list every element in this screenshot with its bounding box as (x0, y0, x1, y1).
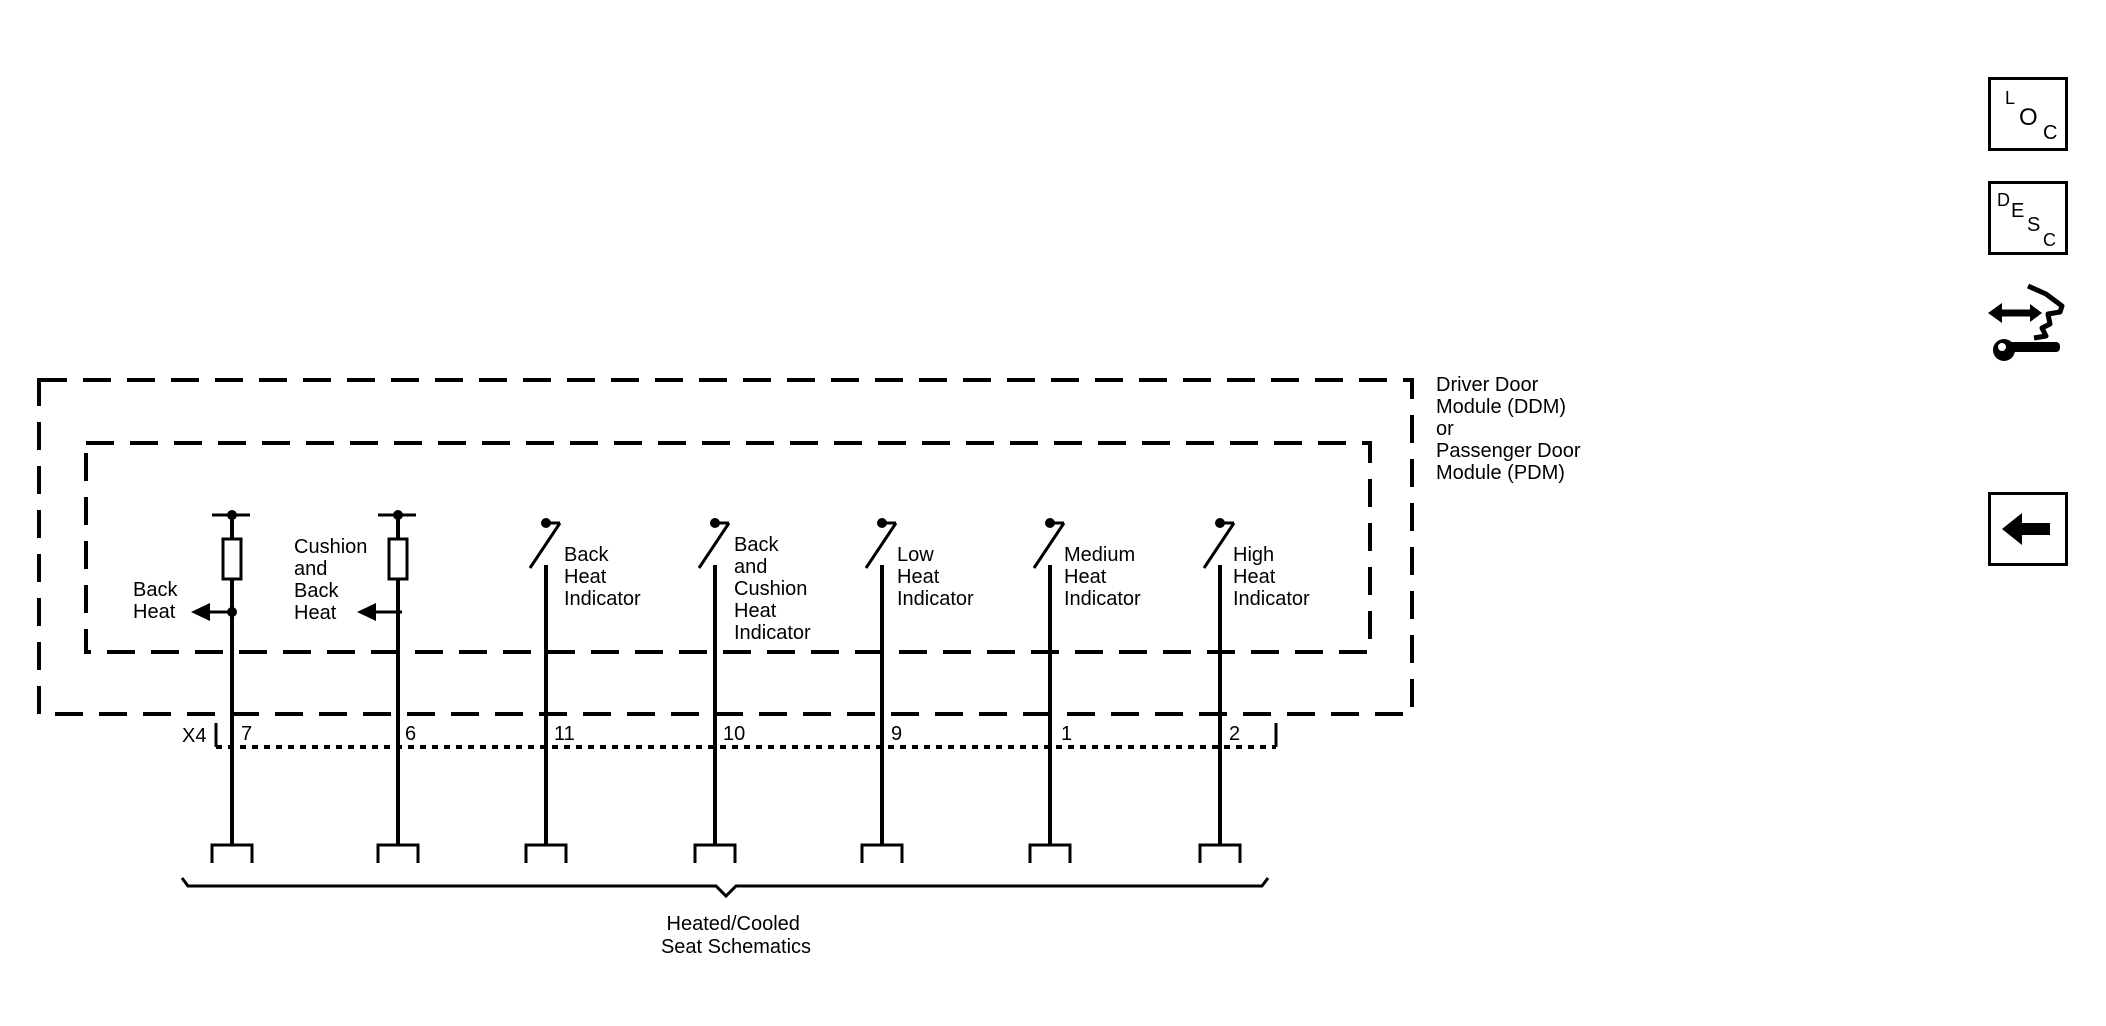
pin-number: 1 (1061, 723, 1072, 745)
desc-letter: S (2027, 214, 2041, 236)
module-inner-boundary (84, 441, 1372, 654)
switch-contact (697, 522, 731, 569)
connector-x4: X4 (182, 723, 1278, 749)
pin-number: 10 (723, 723, 745, 745)
terminal-symbol (693, 843, 737, 863)
pin-number: 9 (891, 723, 902, 745)
desc-letter: E (2011, 200, 2025, 222)
circuit-label: Medium Heat Indicator (1064, 544, 1141, 610)
terminal-symbol (210, 843, 254, 863)
terminal-symbol (376, 843, 420, 863)
circuit-medium-heat-indicator: Medium Heat Indicator 1 (1028, 518, 1141, 863)
pin-number: 7 (241, 723, 252, 745)
destination-label: Heated/Cooled Seat Schematics (661, 913, 811, 958)
left-arrow-icon (2002, 513, 2050, 545)
circuit-high-heat-indicator: High Heat Indicator 2 (1198, 518, 1310, 863)
circuit-back-heat-output: Back Heat 7 (133, 510, 254, 863)
arrow-left-icon (357, 603, 376, 621)
description-button[interactable]: D E S C (1988, 181, 2068, 255)
desc-letter: C (2043, 230, 2056, 250)
desc-letter: D (1997, 190, 2010, 210)
circuit-back-cushion-heat-indicator: Back and Cushion Heat Indicator 10 (693, 518, 813, 863)
loc-letter: L (2005, 88, 2016, 108)
heater-element (387, 537, 409, 581)
switch-contact (1032, 522, 1066, 569)
circuit-label: Cushion and Back Heat (294, 536, 373, 624)
terminal-symbol (524, 843, 568, 863)
circuit-back-heat-indicator: Back Heat Indicator 11 (524, 518, 641, 863)
wrench-hand-icon (1988, 283, 2065, 361)
pin-number: 11 (554, 723, 575, 745)
connector-label: X4 (182, 725, 206, 747)
circuit-label: High Heat Indicator (1233, 544, 1310, 610)
back-button[interactable] (1988, 492, 2068, 566)
switch-contact (528, 522, 562, 569)
circuit-label: Back Heat (133, 579, 183, 623)
switch-contact (864, 522, 898, 569)
arrow-left-icon (191, 603, 210, 621)
repair-procedures-button[interactable] (1988, 278, 2074, 373)
terminal-symbol (1198, 843, 1242, 863)
circuit-cushion-back-heat-output: Cushion and Back Heat 6 (294, 510, 420, 863)
switch-contact (1202, 522, 1236, 569)
destination-brace (180, 877, 1270, 899)
loc-letter: C (2043, 122, 2058, 144)
pin-number: 6 (405, 723, 416, 745)
terminal-symbol (1028, 843, 1072, 863)
heater-element (221, 537, 243, 581)
circuit-low-heat-indicator: Low Heat Indicator 9 (860, 518, 974, 863)
pin-number: 2 (1229, 723, 1240, 745)
circuit-label: Back Heat Indicator (564, 544, 641, 610)
module-outer-boundary (37, 378, 1414, 716)
terminal-symbol (860, 843, 904, 863)
location-button[interactable]: L O C (1988, 77, 2068, 151)
module-label: Driver Door Module (DDM) or Passenger Do… (1436, 374, 1586, 484)
circuit-label: Back and Cushion Heat Indicator (734, 534, 813, 644)
circuit-label: Low Heat Indicator (897, 544, 974, 610)
loc-letter: O (2019, 104, 2038, 131)
